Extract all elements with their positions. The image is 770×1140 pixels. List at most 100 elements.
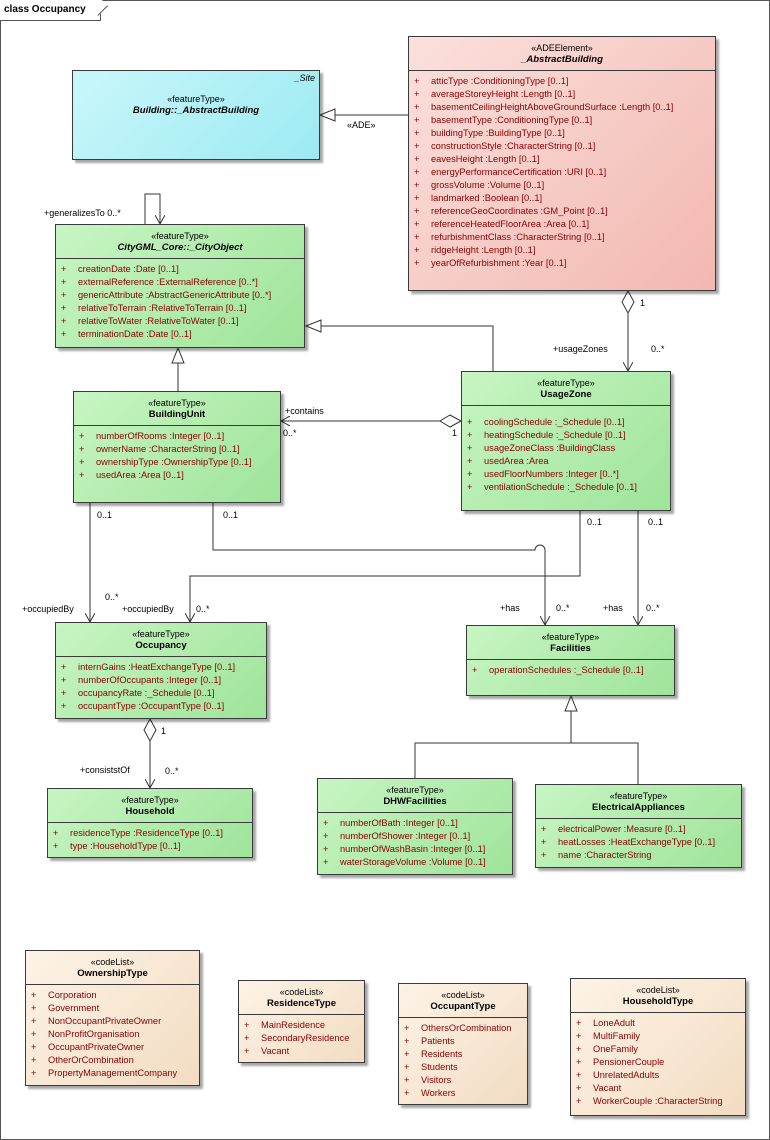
attribute-row: +heatLosses :HeatExchangeType [0..1] xyxy=(536,836,741,849)
attribute-text: coolingSchedule :_Schedule [0..1] xyxy=(484,417,625,427)
class-name: BuildingUnit xyxy=(148,409,206,420)
attribute-row: +Corporation xyxy=(26,989,199,1002)
attribute-list: +internGains :HeatExchangeType [0..1]+nu… xyxy=(56,656,266,717)
bu-has-facilities-line xyxy=(212,503,545,625)
attribute-text: basementType :ConditioningType [0..1] xyxy=(431,115,593,125)
generalization-arrow-building-unit xyxy=(171,346,185,364)
attribute-text: terminationDate :Date [0..1] xyxy=(78,329,192,339)
aggregation-diamond-occupancy xyxy=(143,717,157,743)
visibility-marker: + xyxy=(31,1042,37,1052)
building-unit-class[interactable]: «featureType»BuildingUnit +numberOfRooms… xyxy=(73,391,281,503)
visibility-marker: + xyxy=(541,824,547,834)
visibility-marker: + xyxy=(61,701,67,711)
class-name: Facilities xyxy=(550,643,591,654)
attribute-row: +creationDate :Date [0..1] xyxy=(56,263,304,276)
multiplicity-label: 0..* xyxy=(646,603,660,613)
multiplicity-label: 0..* xyxy=(556,603,570,613)
visibility-marker: + xyxy=(472,665,478,675)
attribute-list: +electricalPower :Measure [0..1]+heatLos… xyxy=(536,818,741,866)
attribute-text: UnrelatedAdults xyxy=(593,1070,660,1080)
attribute-text: genericAttribute :AbstractGenericAttribu… xyxy=(78,290,272,300)
visibility-marker: + xyxy=(414,128,420,138)
visibility-marker: + xyxy=(414,180,420,190)
multiplicity-label: 0..* xyxy=(651,344,665,354)
attribute-text: residenceType :ResidenceType [0..1] xyxy=(70,828,223,838)
consists-of-label: +consiststOf xyxy=(80,765,130,775)
attribute-text: atticType :ConditioningType [0..1] xyxy=(431,76,569,86)
visibility-marker: + xyxy=(467,443,473,453)
attribute-row: +PensionerCouple xyxy=(571,1056,745,1069)
attribute-text: internGains :HeatExchangeType [0..1] xyxy=(78,662,236,672)
site-corner-label: _Site xyxy=(294,73,315,83)
visibility-marker: + xyxy=(414,154,420,164)
attribute-row: +MainResidence xyxy=(239,1019,364,1032)
visibility-marker: + xyxy=(576,1070,582,1080)
visibility-marker: + xyxy=(576,1044,582,1054)
attribute-row: +type :HouseholdType [0..1] xyxy=(48,840,252,853)
attribute-text: eavesHeight :Length [0..1] xyxy=(431,154,540,164)
attribute-row: +usedArea :Area [0..1] xyxy=(74,469,280,482)
attribute-row: +basementType :ConditioningType [0..1] xyxy=(409,114,715,127)
attribute-list: +LoneAdult+MultiFamily+OneFamily+Pension… xyxy=(571,1012,745,1112)
household-class[interactable]: «featureType»Household +residenceType :R… xyxy=(47,788,253,858)
ownership-type-codelist[interactable]: «codeList»OwnershipType +Corporation+Gov… xyxy=(25,950,200,1086)
attribute-text: usedArea :Area xyxy=(484,456,549,466)
attribute-row: + occupantType :OccupantType [0..1] xyxy=(56,700,266,713)
attribute-list: +coolingSchedule :_Schedule [0..1]+heati… xyxy=(462,405,670,498)
class-stereotype: «featureType» xyxy=(386,785,444,795)
usage-zone-class[interactable]: «featureType»UsageZone +coolingSchedule … xyxy=(461,371,671,511)
attribute-text: ventilationSchedule :_Schedule [0..1] xyxy=(484,482,637,492)
site-building-class[interactable]: _Site «featureType» Building::_AbstractB… xyxy=(72,70,320,160)
visibility-marker: + xyxy=(467,456,473,466)
attribute-row: +energyPerformanceCertification :URI [0.… xyxy=(409,166,715,179)
attribute-row: +residenceType :ResidenceType [0..1] xyxy=(48,827,252,840)
visibility-marker: + xyxy=(541,837,547,847)
visibility-marker: + xyxy=(323,818,329,828)
visibility-marker: + xyxy=(467,417,473,427)
occupancy-class[interactable]: «featureType»Occupancy +internGains :Hea… xyxy=(55,622,267,719)
visibility-marker: + xyxy=(31,1016,37,1026)
abstract-building-class[interactable]: «ADEElement»_AbstractBuilding +atticType… xyxy=(408,36,716,291)
visibility-marker: + xyxy=(414,245,420,255)
class-stereotype: «featureType» xyxy=(121,795,179,805)
visibility-marker: + xyxy=(414,89,420,99)
visibility-marker: + xyxy=(404,1088,410,1098)
visibility-marker: + xyxy=(414,141,420,151)
attribute-text: PropertyManagementCompany xyxy=(48,1068,178,1078)
attribute-text: Vacant xyxy=(593,1083,622,1093)
multiplicity-label: 0..1 xyxy=(648,517,664,527)
occupant-type-codelist[interactable]: «codeList»OccupantType +OthersOrCombinat… xyxy=(398,983,528,1105)
attribute-row: +Vacant xyxy=(239,1045,364,1058)
facilities-class[interactable]: «featureType»Facilities +operationSchedu… xyxy=(466,625,675,696)
visibility-marker: + xyxy=(31,1029,37,1039)
city-object-class[interactable]: «featureType»CityGML_Core::_CityObject +… xyxy=(55,224,305,348)
visibility-marker: + xyxy=(61,303,67,313)
attribute-row: + coolingSchedule :_Schedule [0..1] xyxy=(462,416,670,429)
attribute-list: +numberOfBath :Integer [0..1]+numberOfSh… xyxy=(318,812,512,873)
visibility-marker: + xyxy=(467,430,473,440)
multiplicity-label: 0..* xyxy=(196,604,210,614)
attribute-list: +residenceType :ResidenceType [0..1]+typ… xyxy=(48,822,252,857)
attribute-row: + UnrelatedAdults xyxy=(571,1069,745,1082)
visibility-marker: + xyxy=(414,102,420,112)
attribute-row: +usageZoneClass :BuildingClass xyxy=(462,442,670,455)
attribute-text: SecondaryResidence xyxy=(261,1033,350,1043)
household-type-codelist[interactable]: «codeList»HouseholdType +LoneAdult+Multi… xyxy=(570,978,746,1116)
visibility-marker: + xyxy=(414,258,420,268)
class-stereotype: «featureType» xyxy=(609,791,668,801)
class-name: HouseholdType xyxy=(622,996,694,1007)
attribute-row: +terminationDate :Date [0..1] xyxy=(56,328,304,341)
attribute-text: occupantType :OccupantType [0..1] xyxy=(78,701,225,711)
attribute-text: Patients xyxy=(421,1036,455,1046)
attribute-row: +constructionStyle :CharacterString [0..… xyxy=(409,140,715,153)
class-stereotype: «featureType» xyxy=(148,398,206,408)
visibility-marker: + xyxy=(414,167,420,177)
visibility-marker: + xyxy=(404,1036,410,1046)
attribute-row: +Students xyxy=(399,1061,527,1074)
class-name: ElectricalAppliances xyxy=(592,802,685,813)
attribute-row: +Residents xyxy=(399,1048,527,1061)
attribute-text: usedArea :Area [0..1] xyxy=(96,470,184,480)
residence-type-codelist[interactable]: «codeList»ResidenceType +MainResidence+S… xyxy=(238,980,365,1063)
electrical-appliances-class[interactable]: «featureType»ElectricalAppliances +elect… xyxy=(535,784,742,868)
dhw-facilities-class[interactable]: «featureType»DHWFacilities +numberOfBath… xyxy=(317,778,513,875)
